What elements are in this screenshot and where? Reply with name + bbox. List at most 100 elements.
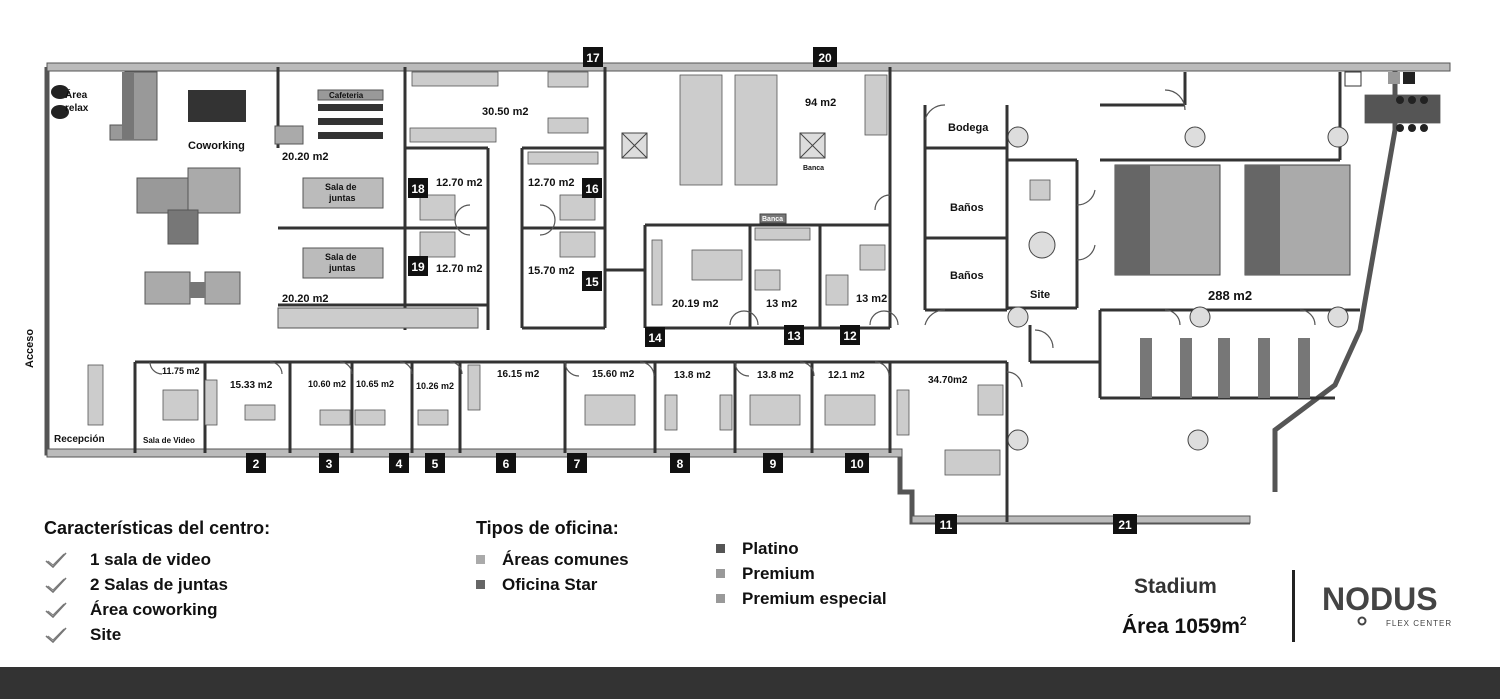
room-label-sala-juntas-2-b: juntas [328,263,356,273]
room-label-recepcion: Recepción [54,434,105,445]
room-area-30-50: 30.50 m2 [482,106,528,118]
check-icon [44,576,68,594]
interior-walls [133,67,1360,522]
office-types-legend: Tipos de oficina: Áreas comunes Oficina … [476,518,629,597]
badge-12: 12 [840,325,860,345]
room-label-sala-juntas-1-a: Sala de [325,182,357,192]
badge-7: 7 [567,453,587,473]
features-title: Características del centro: [44,518,271,538]
floor-plan-svg: Área relax Coworking Cafeteria 20.20 m2 … [24,47,1451,534]
room-area-19: 12.70 m2 [436,263,482,275]
desk-clusters [87,71,1441,476]
room-area-94: 94 m2 [805,97,836,109]
badge-11: 11 [935,514,957,534]
office-types-legend-2: Platino Premium Premium especial [716,536,887,611]
svg-text:10: 10 [850,457,864,471]
badge-19: 19 [408,256,428,276]
feature-item: 2 Salas de juntas [44,572,270,597]
badge-3: 3 [319,453,339,473]
svg-text:12: 12 [843,329,857,343]
room-area-13: 13 m2 [766,298,797,310]
features-legend: Características del centro: 1 sala de vi… [44,518,270,647]
svg-text:NODUS: NODUS [1322,581,1438,617]
room-label-banos-2: Baños [950,270,984,282]
room-area-18: 12.70 m2 [436,177,482,189]
banca-label-2: Banca [762,216,783,223]
room-label-area-relax-2: relax [65,103,89,114]
room-label-sala-juntas-2-a: Sala de [325,252,357,262]
check-icon [44,626,68,644]
office-type-item: Premium especial [716,586,887,611]
svg-text:15: 15 [585,275,599,289]
office-type-item: Oficina Star [476,572,629,597]
room-label-sala-juntas-1-b: juntas [328,193,356,203]
svg-text:FLEX CENTER: FLEX CENTER [1386,619,1452,628]
svg-text:19: 19 [411,260,425,274]
svg-text:8: 8 [677,457,684,471]
svg-text:20: 20 [818,51,832,65]
badge-18: 18 [408,178,428,198]
svg-text:18: 18 [411,182,425,196]
room-label-coworking: Coworking [188,140,245,152]
room-area-10: 12.1 m2 [828,370,865,381]
divider [1292,570,1295,642]
badge-14: 14 [645,327,665,347]
feature-item: Site [44,622,270,647]
room-area-6: 16.15 m2 [497,369,540,380]
svg-text:5: 5 [432,457,439,471]
room-area-16: 12.70 m2 [528,177,574,189]
relax-area-furniture [51,71,246,305]
check-icon [44,601,68,619]
svg-text:16: 16 [585,182,599,196]
total-area: Área 1059m2 [1122,614,1247,638]
banca-label-1: Banca [803,165,824,172]
badge-21: 21 [1113,514,1137,534]
room-area-5: 10.26 m2 [416,381,454,391]
office-type-item: Áreas comunes [476,547,629,572]
svg-text:6: 6 [503,457,510,471]
svg-text:13: 13 [787,329,801,343]
feature-item: 1 sala de video [44,547,270,572]
svg-text:3: 3 [326,457,333,471]
svg-text:11: 11 [940,518,953,532]
svg-text:9: 9 [770,457,777,471]
badge-5: 5 [425,453,445,473]
badge-17: 17 [583,47,603,67]
access-label: Acceso [24,329,36,368]
svg-text:21: 21 [1118,518,1132,532]
room-area-4: 10.65 m2 [356,379,394,389]
svg-text:17: 17 [586,51,600,65]
badge-10: 10 [845,453,869,473]
badge-20: 20 [813,47,837,67]
badge-15: 15 [582,271,602,291]
office-type-item: Premium [716,561,887,586]
room-area-12: 13 m2 [856,293,887,305]
swatch-premium [716,569,725,578]
room-label-sala-video: Sala de Video [143,436,195,445]
logo-mark: NODUS FLEX CENTER [1322,581,1452,628]
columns [1007,126,1349,451]
room-area-9: 13.8 m2 [757,370,794,381]
swatch-platino [716,544,725,553]
room-area-11: 34.70m2 [928,375,968,386]
badge-13: 13 [784,325,804,345]
feature-label: Site [90,625,122,644]
room-label-cafeteria: Cafeteria [329,91,364,100]
room-label-bodega: Bodega [948,122,989,134]
room-area-14: 20.19 m2 [672,298,718,310]
room-area-2: 15.33 m2 [230,380,273,391]
swatch-premium-especial [716,594,725,603]
room-area-3: 10.60 m2 [308,379,346,389]
swatch-oficina-star [476,580,485,589]
check-icon [44,551,68,569]
feature-label: Área coworking [90,600,218,619]
feature-label: 1 sala de video [90,550,211,569]
room-label-site: Site [1030,289,1050,301]
svg-text:7: 7 [574,457,581,471]
office-number-badges: 17 20 18 19 16 15 14 13 12 2 3 4 5 6 7 8… [246,47,1137,534]
room-area-15: 15.70 m2 [528,265,574,277]
feature-label: 2 Salas de juntas [90,575,228,594]
room-area-288: 288 m2 [1208,288,1252,303]
office-types-title: Tipos de oficina: [476,518,619,538]
